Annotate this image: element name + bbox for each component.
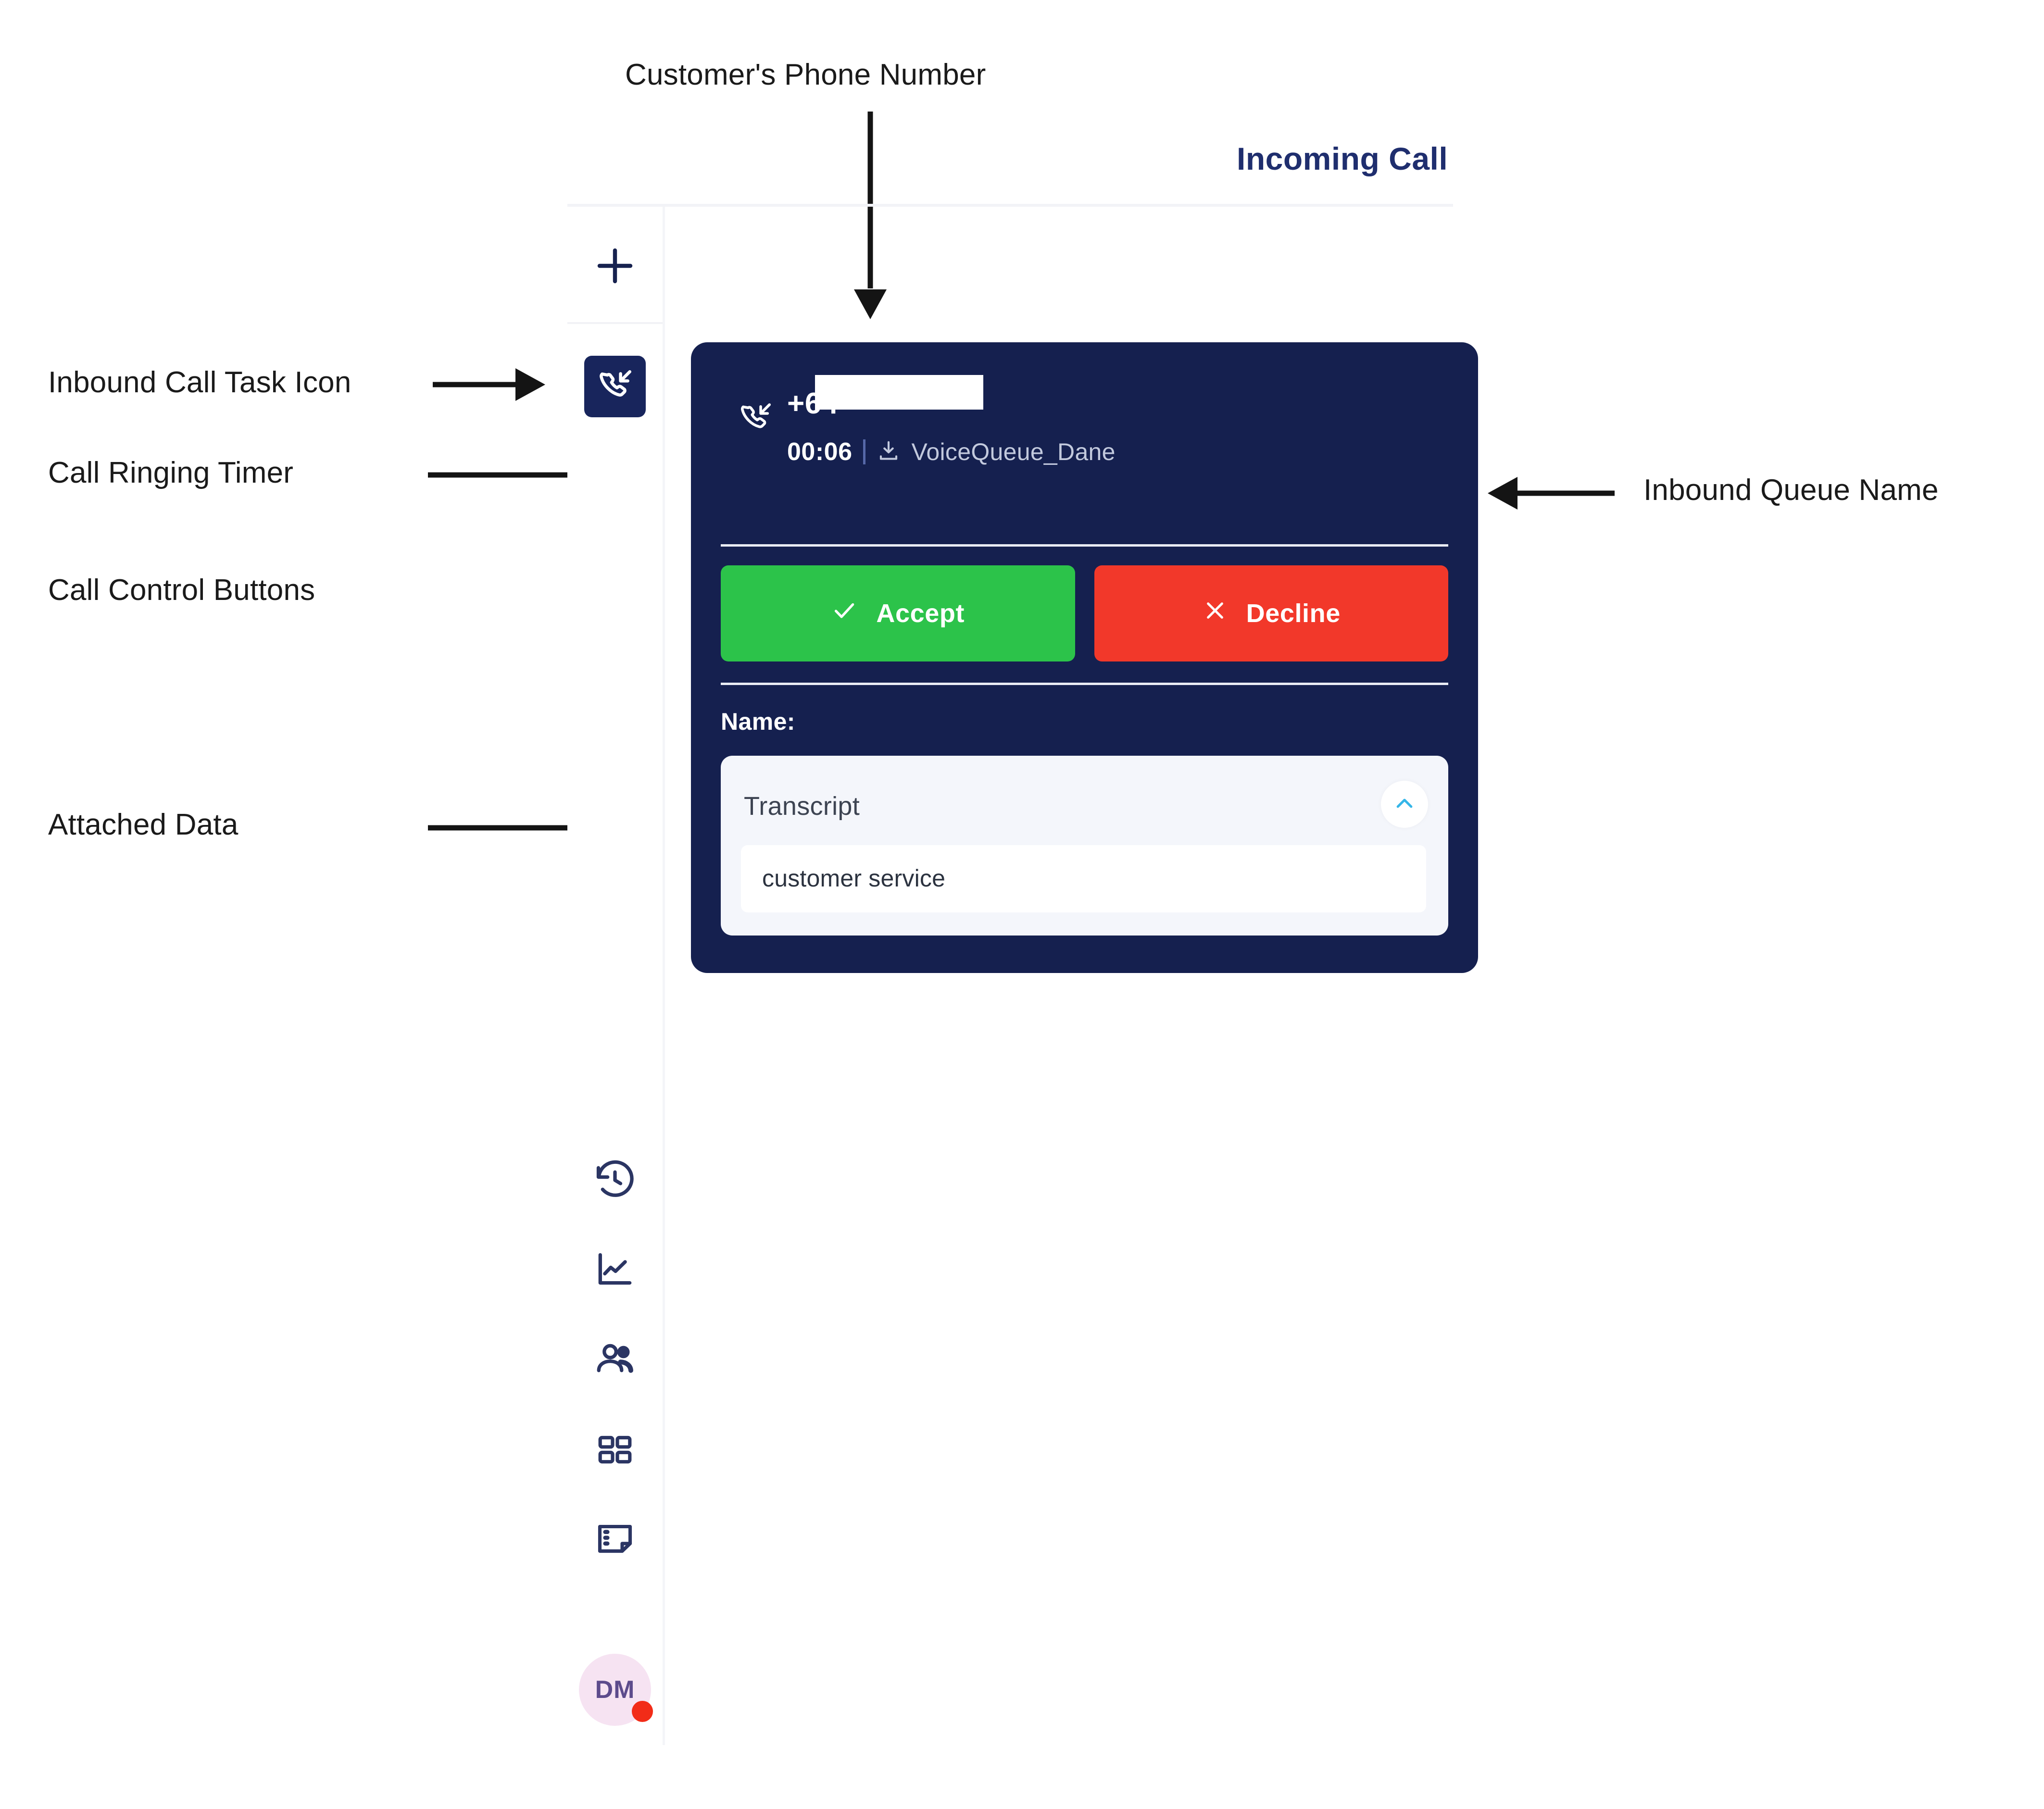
transcript-value: customer service	[762, 865, 946, 892]
page-title: Incoming Call	[1237, 141, 1448, 176]
annotation-call-ringing-timer: Call Ringing Timer	[48, 456, 294, 489]
accept-button[interactable]: Accept	[721, 565, 1075, 661]
call-control-buttons: Accept Decline	[721, 565, 1448, 661]
annotation-inbound-queue-name: Inbound Queue Name	[1643, 474, 1939, 507]
sidebar-item-analytics[interactable]	[567, 1243, 663, 1296]
inbound-call-icon	[737, 400, 774, 440]
avatar-initials: DM	[595, 1676, 635, 1704]
avatar[interactable]: DM	[579, 1654, 653, 1726]
annotation-call-control-buttons: Call Control Buttons	[48, 574, 315, 607]
inbound-call-icon	[595, 367, 635, 406]
card-divider-top	[721, 544, 1448, 547]
phone-number-redaction-box	[815, 375, 983, 410]
plus-icon	[592, 243, 638, 289]
call-meta-row: 00:06 VoiceQueue_Dane	[787, 437, 1116, 466]
presence-status-dot	[632, 1701, 653, 1722]
notes-icon	[593, 1517, 637, 1560]
meta-separator	[863, 439, 865, 464]
annotation-inbound-call-task-icon: Inbound Call Task Icon	[48, 366, 351, 399]
add-task-button[interactable]	[567, 235, 663, 297]
decline-button[interactable]: Decline	[1094, 565, 1448, 661]
call-ringing-timer: 00:06	[787, 438, 853, 466]
annotation-attached-data: Attached Data	[48, 808, 238, 841]
card-divider-bottom	[721, 683, 1448, 685]
sidebar-section-divider	[567, 322, 663, 324]
history-icon	[593, 1158, 637, 1202]
decline-button-label: Decline	[1246, 599, 1341, 628]
inbound-queue-icon	[876, 438, 901, 466]
x-icon	[1202, 598, 1228, 630]
transcript-value-box: customer service	[741, 845, 1426, 912]
attached-data-name-label: Name:	[721, 708, 795, 735]
inbound-queue-name: VoiceQueue_Dane	[911, 438, 1116, 465]
check-icon	[831, 597, 858, 630]
chevron-up-icon	[1392, 791, 1417, 818]
transcript-collapse-button[interactable]	[1381, 781, 1428, 828]
apps-grid-icon	[594, 1430, 636, 1471]
header-divider	[567, 204, 1453, 207]
accept-button-label: Accept	[876, 599, 965, 628]
call-card-header: +64 00:06 VoiceQueue_Dane	[691, 342, 1478, 491]
transcript-title: Transcript	[744, 792, 860, 821]
sidebar-panel-divider	[663, 207, 665, 1745]
analytics-line-chart-icon	[593, 1248, 637, 1292]
sidebar-item-notes[interactable]	[567, 1512, 663, 1565]
task-sidebar	[567, 207, 665, 1745]
sidebar-item-history[interactable]	[567, 1154, 663, 1207]
sidebar-item-agents[interactable]	[567, 1333, 663, 1385]
transcript-panel: Transcript customer service	[721, 756, 1448, 936]
annotation-customer-phone-number: Customer's Phone Number	[625, 58, 986, 91]
sidebar-item-inbound-call-task[interactable]	[584, 356, 646, 417]
agents-people-icon	[593, 1337, 637, 1381]
incoming-call-card: +64 00:06 VoiceQueue_Dane Accept	[691, 342, 1478, 973]
sidebar-item-apps[interactable]	[567, 1424, 663, 1477]
